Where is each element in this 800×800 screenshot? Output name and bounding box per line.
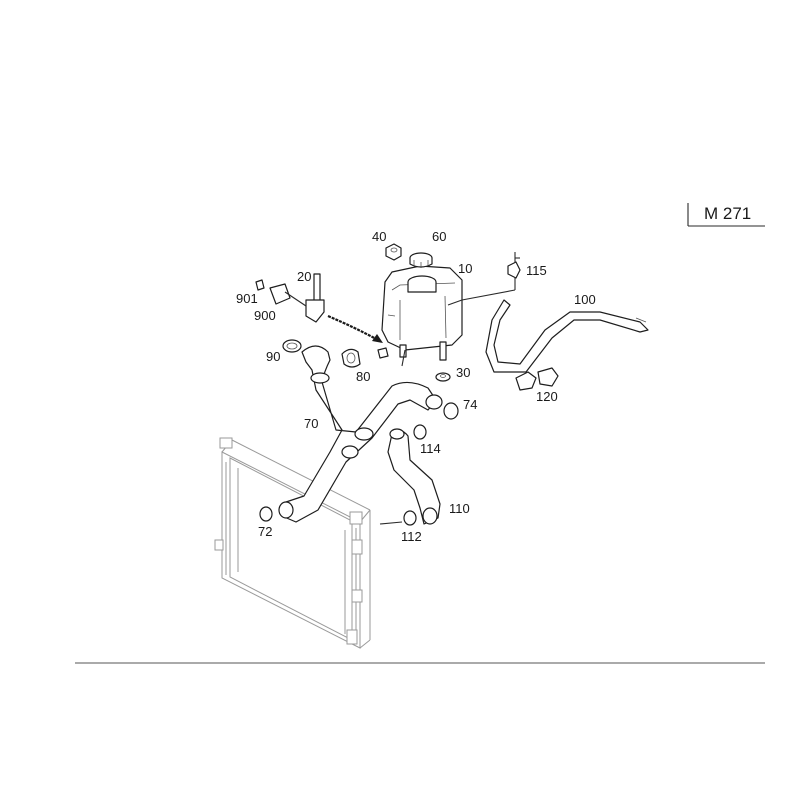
ring-112 — [403, 510, 417, 526]
engine-code-box: M 271 — [687, 203, 765, 227]
hose-70 — [278, 345, 443, 523]
label-30: 30 — [456, 365, 470, 380]
washer-30 — [435, 372, 451, 382]
clamp-80 — [341, 348, 361, 368]
nut-40 — [385, 243, 402, 261]
clip-115 — [507, 261, 521, 279]
label-90: 90 — [266, 349, 280, 364]
hose-110 — [387, 428, 441, 525]
label-120: 120 — [536, 389, 558, 404]
label-74: 74 — [463, 397, 477, 412]
label-70: 70 — [304, 416, 318, 431]
label-115: 115 — [526, 263, 547, 278]
label-60: 60 — [432, 229, 446, 244]
level-sensor-20 — [255, 273, 325, 323]
label-112: 112 — [401, 529, 422, 544]
label-40: 40 — [372, 229, 386, 244]
label-900: 900 — [254, 308, 276, 323]
ring-114 — [413, 424, 427, 440]
label-20: 20 — [297, 269, 311, 284]
ring-72 — [259, 506, 273, 522]
label-100: 100 — [574, 292, 596, 307]
radiator — [214, 437, 371, 649]
leader-lines — [379, 252, 520, 525]
label-901: 901 — [236, 291, 258, 306]
label-80: 80 — [356, 369, 370, 384]
install-arrow — [327, 314, 383, 343]
engine-code: M 271 — [704, 204, 751, 223]
cap-60 — [409, 252, 433, 268]
label-72: 72 — [258, 524, 272, 539]
ring-74 — [443, 402, 459, 420]
clip-120 — [515, 367, 559, 391]
label-10: 10 — [458, 261, 472, 276]
vent-pipe-100 — [485, 299, 649, 373]
label-110: 110 — [449, 501, 470, 516]
label-114: 114 — [420, 441, 441, 456]
clamp-90 — [282, 339, 302, 353]
expansion-tank — [377, 265, 463, 367]
